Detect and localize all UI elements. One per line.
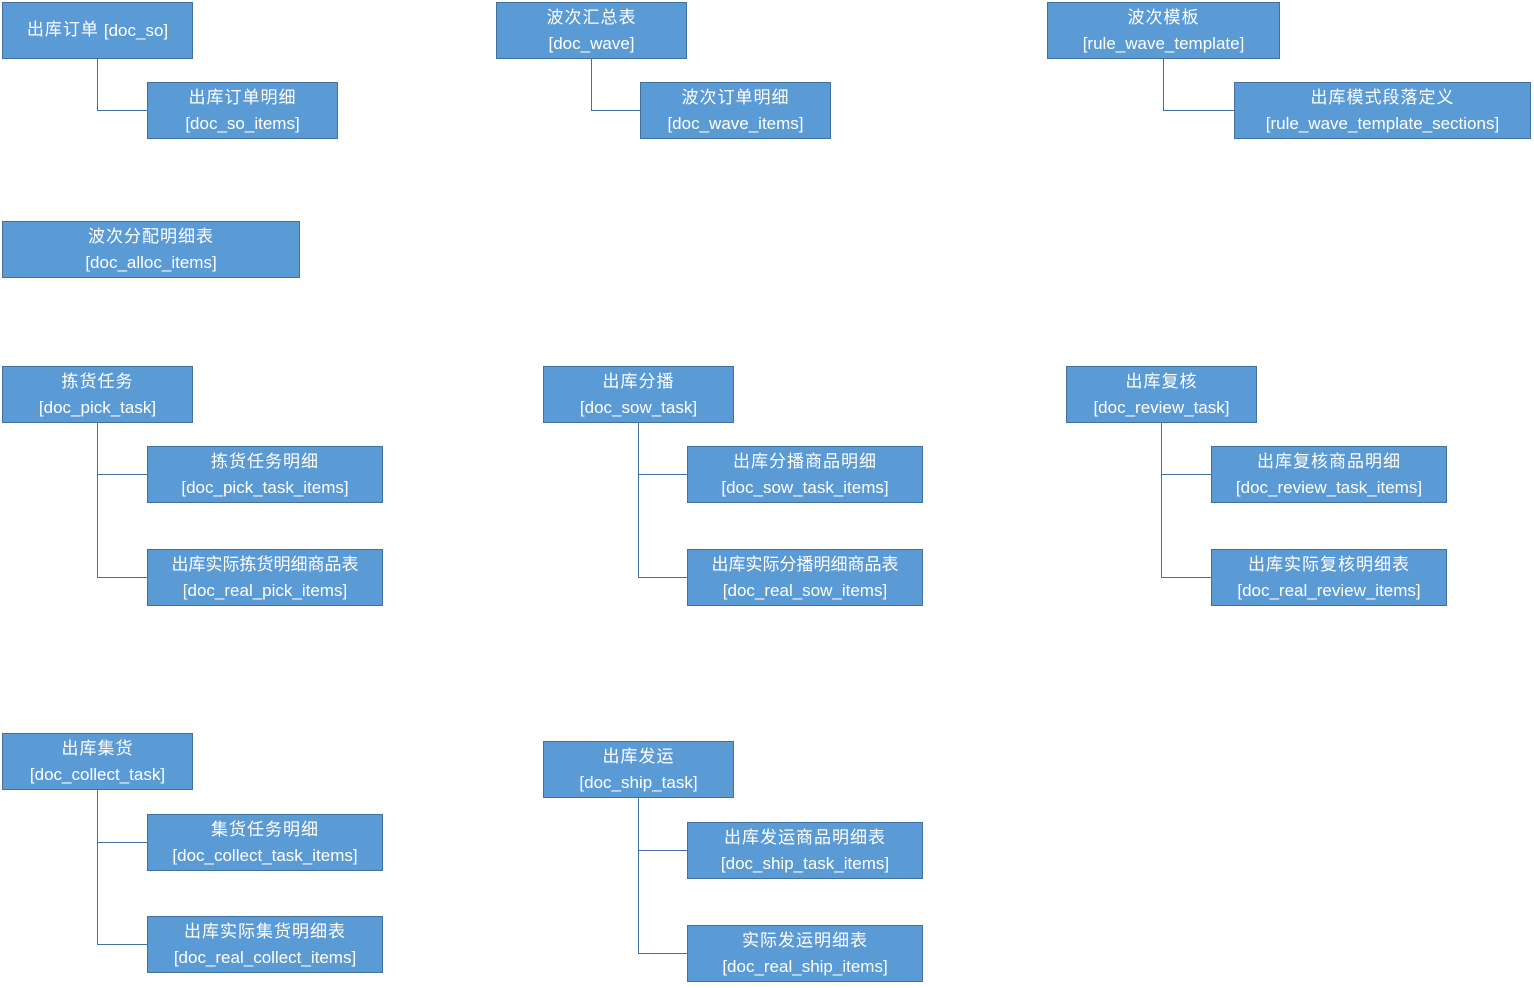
node-doc-so-items: 出库订单明细 [doc_so_items] bbox=[147, 82, 338, 139]
node-doc-collect-task-items-name: 集货任务明细 bbox=[211, 819, 319, 840]
connector-review-to-review-items bbox=[1161, 423, 1211, 475]
connector-ship-to-ship-items bbox=[638, 798, 687, 851]
node-doc-wave-name: 波次汇总表 bbox=[546, 7, 637, 28]
connector-collect-to-collect-items bbox=[97, 790, 147, 843]
node-doc-sow-task-items: 出库分播商品明细 [doc_sow_task_items] bbox=[687, 446, 923, 503]
connector-collect-to-real-collect bbox=[97, 842, 147, 945]
node-doc-real-review-items-code: [doc_real_review_items] bbox=[1237, 580, 1421, 600]
node-doc-wave: 波次汇总表 [doc_wave] bbox=[496, 2, 687, 59]
node-doc-real-collect-items-code: [doc_real_collect_items] bbox=[173, 947, 357, 967]
node-doc-ship-task-items: 出库发运商品明细表 [doc_ship_task_items] bbox=[687, 822, 923, 879]
node-doc-collect-task-name: 出库集货 bbox=[61, 738, 134, 759]
node-doc-pick-task-code: [doc_pick_task] bbox=[38, 397, 157, 417]
node-doc-sow-task-items-name: 出库分播商品明细 bbox=[733, 451, 877, 472]
node-doc-wave-items-code: [doc_wave_items] bbox=[667, 113, 804, 133]
node-doc-pick-task-items: 拣货任务明细 [doc_pick_task_items] bbox=[147, 446, 383, 503]
node-doc-ship-task-items-name: 出库发运商品明细表 bbox=[724, 827, 886, 848]
node-doc-real-ship-items-name: 实际发运明细表 bbox=[742, 930, 868, 951]
connector-pick-to-pick-items bbox=[97, 423, 147, 475]
node-doc-alloc-items: 波次分配明细表 [doc_alloc_items] bbox=[2, 221, 300, 278]
node-doc-real-sow-items-code: [doc_real_sow_items] bbox=[722, 580, 888, 600]
node-doc-sow-task-name: 出库分播 bbox=[602, 371, 675, 392]
node-doc-review-task-items-code: [doc_review_task_items] bbox=[1235, 477, 1423, 497]
node-doc-real-ship-items: 实际发运明细表 [doc_real_ship_items] bbox=[687, 925, 923, 982]
connector-pick-to-real-pick bbox=[97, 474, 147, 578]
node-doc-real-pick-items-code: [doc_real_pick_items] bbox=[182, 580, 348, 600]
node-doc-collect-task-items: 集货任务明细 [doc_collect_task_items] bbox=[147, 814, 383, 871]
node-doc-real-review-items: 出库实际复核明细表 [doc_real_review_items] bbox=[1211, 549, 1447, 606]
node-doc-sow-task-items-code: [doc_sow_task_items] bbox=[721, 477, 889, 497]
node-doc-wave-items: 波次订单明细 [doc_wave_items] bbox=[640, 82, 831, 139]
node-doc-pick-task-items-code: [doc_pick_task_items] bbox=[181, 477, 349, 497]
connector-so-to-so-items bbox=[97, 59, 147, 111]
node-doc-sow-task: 出库分播 [doc_sow_task] bbox=[543, 366, 734, 423]
connector-sow-to-sow-items bbox=[638, 423, 687, 475]
node-rule-wave-template-sections: 出库模式段落定义 [rule_wave_template_sections] bbox=[1234, 82, 1531, 139]
node-doc-so-name: 出库订单 bbox=[26, 20, 99, 40]
node-doc-review-task-items: 出库复核商品明细 [doc_review_task_items] bbox=[1211, 446, 1447, 503]
node-doc-real-pick-items-name: 出库实际拣货明细商品表 bbox=[171, 554, 359, 575]
node-doc-collect-task: 出库集货 [doc_collect_task] bbox=[2, 733, 193, 790]
node-doc-so-items-code: [doc_so_items] bbox=[185, 113, 300, 133]
node-doc-wave-items-name: 波次订单明细 bbox=[681, 87, 790, 108]
node-doc-pick-task-name: 拣货任务 bbox=[61, 371, 134, 392]
connector-ship-to-real-ship bbox=[638, 850, 687, 954]
node-rule-wave-template-sections-code: [rule_wave_template_sections] bbox=[1265, 113, 1500, 133]
node-doc-real-sow-items: 出库实际分播明细商品表 [doc_real_sow_items] bbox=[687, 549, 923, 606]
node-doc-so-code: [doc_so] bbox=[103, 21, 169, 40]
node-doc-collect-task-code: [doc_collect_task] bbox=[29, 764, 166, 784]
node-doc-alloc-items-name: 波次分配明细表 bbox=[88, 226, 214, 247]
node-doc-review-task: 出库复核 [doc_review_task] bbox=[1066, 366, 1257, 423]
node-doc-alloc-items-code: [doc_alloc_items] bbox=[85, 252, 217, 272]
node-doc-real-pick-items: 出库实际拣货明细商品表 [doc_real_pick_items] bbox=[147, 549, 383, 606]
node-doc-ship-task: 出库发运 [doc_ship_task] bbox=[543, 741, 734, 798]
node-doc-real-ship-items-code: [doc_real_ship_items] bbox=[722, 956, 888, 976]
node-doc-real-sow-items-name: 出库实际分播明细商品表 bbox=[711, 554, 899, 575]
node-rule-wave-template-sections-name: 出库模式段落定义 bbox=[1310, 87, 1455, 108]
node-rule-wave-template-name: 波次模板 bbox=[1127, 7, 1200, 28]
node-doc-review-task-items-name: 出库复核商品明细 bbox=[1257, 451, 1401, 472]
node-doc-ship-task-items-code: [doc_ship_task_items] bbox=[720, 853, 890, 873]
node-doc-wave-code: [doc_wave] bbox=[548, 33, 635, 53]
node-doc-so: 出库订单 [doc_so] bbox=[2, 2, 193, 59]
connector-wave-template-to-sections bbox=[1163, 59, 1234, 111]
node-doc-review-task-name: 出库复核 bbox=[1125, 371, 1198, 392]
node-rule-wave-template: 波次模板 [rule_wave_template] bbox=[1047, 2, 1280, 59]
connector-review-to-real-review bbox=[1161, 474, 1211, 578]
node-doc-pick-task: 拣货任务 [doc_pick_task] bbox=[2, 366, 193, 423]
node-doc-real-collect-items-name: 出库实际集货明细表 bbox=[184, 921, 346, 942]
node-doc-ship-task-name: 出库发运 bbox=[602, 746, 675, 767]
node-doc-so-items-name: 出库订单明细 bbox=[188, 87, 297, 108]
node-doc-real-review-items-name: 出库实际复核明细表 bbox=[1248, 554, 1410, 575]
node-doc-pick-task-items-name: 拣货任务明细 bbox=[211, 451, 319, 472]
node-rule-wave-template-code: [rule_wave_template] bbox=[1082, 33, 1245, 53]
connector-wave-to-wave-items bbox=[591, 59, 640, 111]
connector-sow-to-real-sow bbox=[638, 474, 687, 578]
node-doc-real-collect-items: 出库实际集货明细表 [doc_real_collect_items] bbox=[147, 916, 383, 973]
node-doc-sow-task-code: [doc_sow_task] bbox=[579, 397, 698, 417]
node-doc-review-task-code: [doc_review_task] bbox=[1093, 397, 1230, 417]
node-doc-collect-task-items-code: [doc_collect_task_items] bbox=[172, 845, 358, 865]
node-doc-ship-task-code: [doc_ship_task] bbox=[579, 772, 698, 792]
